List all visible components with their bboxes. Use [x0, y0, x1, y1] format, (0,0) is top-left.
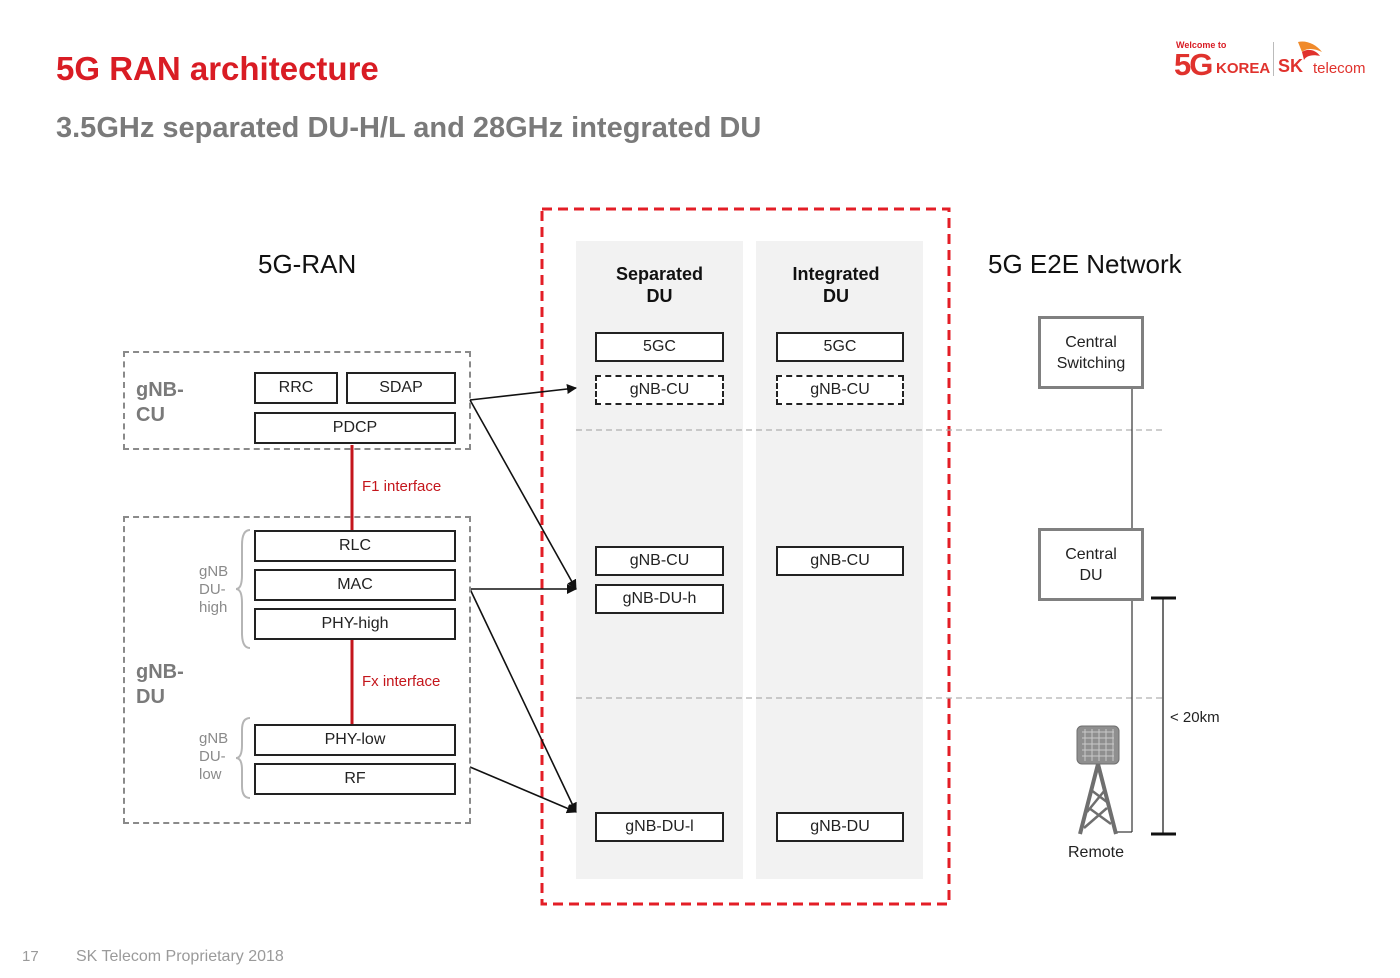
logo-welcome-text: Welcome to — [1176, 40, 1227, 50]
page-number: 17 — [22, 948, 39, 965]
fx-interface-label: Fx interface — [362, 673, 441, 690]
rf-box: RF — [254, 763, 456, 795]
central-switching-node: Central Switching — [1038, 316, 1144, 389]
rrc-box: RRC — [254, 372, 338, 404]
logo-5g-text: 5G — [1174, 47, 1213, 82]
gnb-du-group — [123, 516, 471, 824]
sk-wing-icon — [1298, 41, 1322, 60]
separated-du-heading: Separated DU — [615, 264, 704, 306]
arrow-cu-to-top — [469, 384, 577, 401]
gnb-cu-group — [123, 351, 471, 450]
phy-low-box: PHY-low — [254, 724, 456, 756]
phy-high-box: PHY-high — [254, 608, 456, 640]
page-subtitle: 3.5GHz separated DU-H/L and 28GHz integr… — [56, 112, 762, 144]
rlc-box: RLC — [254, 530, 456, 562]
logo: Welcome to 5G KOREA SK telecom — [1170, 38, 1380, 86]
pdcp-box: PDCP — [254, 412, 456, 444]
separated-du-h-box: gNB-DU-h — [595, 584, 724, 614]
du-low-brace — [235, 717, 251, 799]
radio-tower-icon — [1076, 725, 1120, 835]
du-low-label: gNB DU- low — [199, 730, 229, 783]
gnb-cu-label: gNB- CU — [136, 379, 184, 426]
separated-mid-cu-box: gNB-CU — [595, 546, 724, 576]
sdap-box: SDAP — [346, 372, 456, 404]
distance-label: < 20km — [1170, 709, 1220, 726]
integrated-mid-cu-box: gNB-CU — [776, 546, 904, 576]
du-high-label: gNB DU- high — [199, 563, 229, 616]
separated-5gc-box: 5GC — [595, 332, 724, 362]
logo-korea-text: KOREA — [1216, 60, 1271, 77]
ran-heading: 5G-RAN — [258, 249, 357, 279]
highlight-frame — [540, 207, 951, 906]
du-high-brace — [235, 529, 251, 649]
separated-top-cu-box: gNB-CU — [595, 375, 724, 405]
page-title: 5G RAN architecture — [56, 50, 379, 87]
logo-divider — [1273, 42, 1274, 76]
arrow-cu-to-mid — [469, 399, 577, 590]
e2e-heading: 5G E2E Network — [988, 249, 1182, 279]
integrated-top-cu-box: gNB-CU — [776, 375, 904, 405]
logo-telecom-text: telecom — [1313, 60, 1366, 77]
f1-interface-label: F1 interface — [362, 478, 442, 495]
integrated-du-box: gNB-DU — [776, 812, 904, 842]
gnb-du-label: gNB- DU — [136, 661, 184, 708]
central-du-node: Central DU — [1038, 528, 1144, 601]
mac-box: MAC — [254, 569, 456, 601]
logo-sk-text: SK — [1278, 56, 1304, 76]
separated-du-l-box: gNB-DU-l — [595, 812, 724, 842]
arrow-du-low-to-bottom — [469, 766, 577, 814]
arrow-du-high-to-bottom — [469, 588, 577, 813]
remote-label: Remote — [1068, 844, 1125, 861]
integrated-du-heading: Integrated DU — [792, 264, 880, 306]
integrated-5gc-box: 5GC — [776, 332, 904, 362]
footer-text: SK Telecom Proprietary 2018 — [76, 948, 284, 965]
